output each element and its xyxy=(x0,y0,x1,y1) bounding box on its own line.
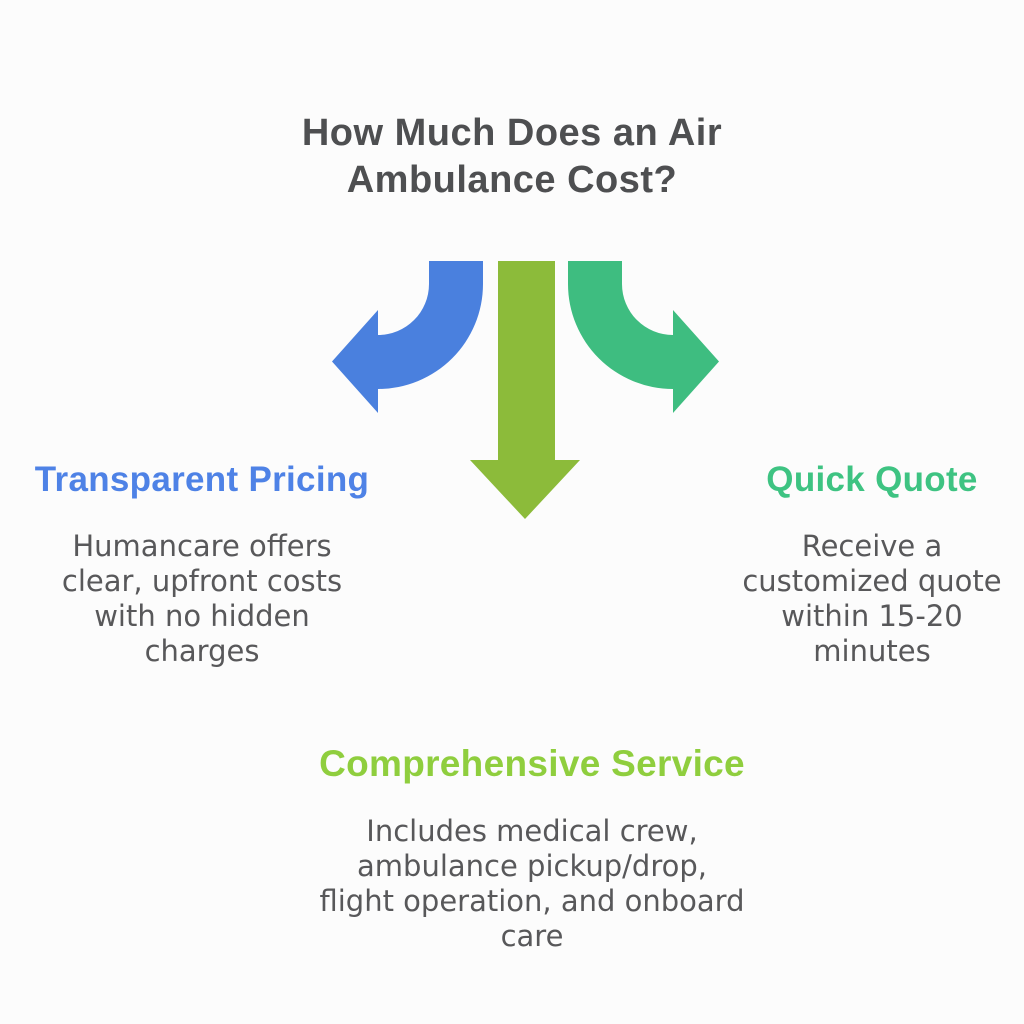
transparent-pricing-description: Humancare offers clear, upfront costs wi… xyxy=(18,529,386,669)
description-line: Humancare offers xyxy=(72,529,332,563)
description-line: minutes xyxy=(813,634,931,668)
quick-quote-heading: Quick Quote xyxy=(766,460,978,499)
section-comprehensive-service: Comprehensive Service Includes medical c… xyxy=(20,743,1024,983)
description-line: with no hidden xyxy=(94,599,310,633)
description-line: flight operation, and onboard xyxy=(319,884,745,918)
branching-arrows-graphic xyxy=(332,261,719,519)
page-title-line-2: Ambulance Cost? xyxy=(346,159,678,201)
description-line: charges xyxy=(144,634,260,668)
quick-quote-description: Receive a customized quote within 15-20 … xyxy=(688,529,1024,669)
description-line: care xyxy=(500,919,564,953)
description-line: Receive a xyxy=(801,529,943,563)
section-transparent-pricing: Transparent Pricing Humancare offers cle… xyxy=(18,460,386,698)
description-line: Includes medical crew, xyxy=(366,814,698,848)
comprehensive-service-description: Includes medical crew, ambulance pickup/… xyxy=(20,814,1024,954)
straight-arrow-down-icon xyxy=(470,261,580,519)
description-line: clear, upfront costs xyxy=(61,564,343,598)
curved-arrow-down-left-icon xyxy=(332,261,483,413)
description-line: within 15-20 xyxy=(781,599,963,633)
page-title-line-1: How Much Does an Air xyxy=(301,112,723,154)
section-quick-quote: Quick Quote Receive a customized quote w… xyxy=(688,460,1024,698)
description-line: customized quote xyxy=(742,564,1002,598)
page-title: How Much Does an Air Ambulance Cost? xyxy=(0,110,1024,204)
curved-arrow-down-right-icon xyxy=(568,261,719,413)
description-line: ambulance pickup/drop, xyxy=(357,849,707,883)
transparent-pricing-heading: Transparent Pricing xyxy=(34,460,370,499)
comprehensive-service-heading: Comprehensive Service xyxy=(319,743,745,784)
